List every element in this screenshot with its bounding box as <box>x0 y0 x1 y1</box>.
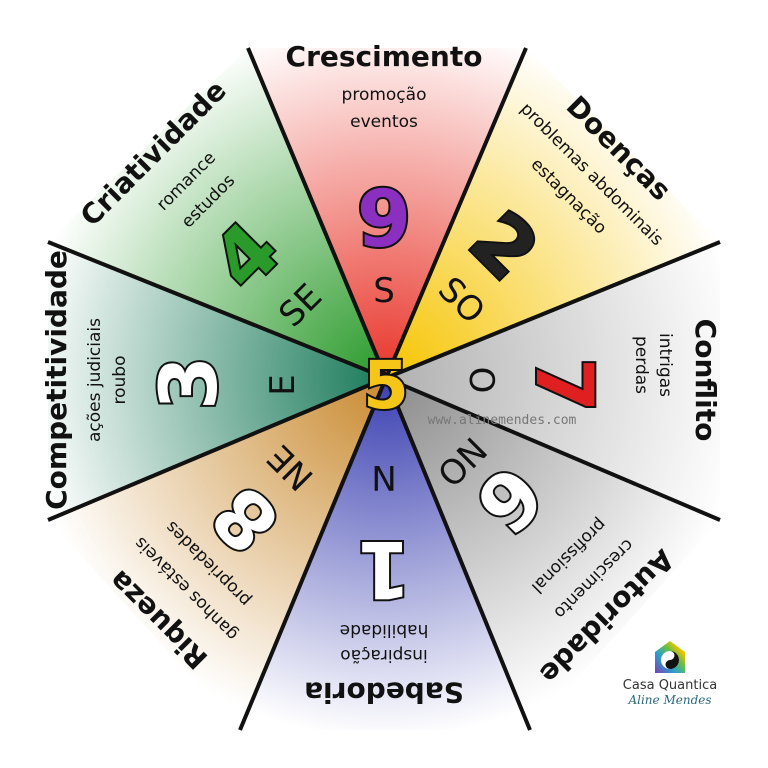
sector-se <box>48 48 386 378</box>
watermark: www.alinemendes.com <box>428 413 577 428</box>
sector-title: Conflito <box>689 319 722 442</box>
divider-line <box>238 377 388 731</box>
sector-n <box>240 378 530 730</box>
house-yinyang-icon <box>655 641 685 673</box>
divider-line <box>385 376 721 522</box>
divider-line <box>47 240 387 380</box>
sector-title: Sabedoria <box>304 676 464 709</box>
direction-label: E <box>263 374 303 395</box>
direction-label: O <box>461 367 501 394</box>
sector-e <box>48 242 386 520</box>
direction-label: S <box>373 271 395 311</box>
logo: Casa Quantica Aline Mendes <box>610 640 730 707</box>
star-number: 1 <box>357 523 411 613</box>
sector-meaning: ações judiciais <box>85 318 105 442</box>
divider-line <box>384 47 528 379</box>
logo-author: Aline Mendes <box>628 693 712 707</box>
star-number: 9 <box>357 175 411 265</box>
sector-meaning: eventos <box>350 112 418 132</box>
star-number: 3 <box>145 356 235 410</box>
sector-s <box>248 48 526 378</box>
center-number: 5 <box>363 347 409 424</box>
direction-label: N <box>371 457 396 497</box>
logo-name: Casa Quantica <box>622 678 718 693</box>
star-number: 7 <box>518 358 608 412</box>
sector-meaning: habilidade <box>340 620 429 640</box>
sector-meaning: perdas <box>631 336 651 394</box>
divider-line <box>384 377 532 731</box>
sector-o <box>386 242 720 520</box>
sector-no <box>386 378 720 730</box>
sector-meaning: roubo <box>110 356 130 405</box>
sector-meaning: inspiração <box>340 645 427 665</box>
sector-ne <box>48 378 386 730</box>
sector-meaning: promoção <box>342 85 427 105</box>
sector-meaning: intrigas <box>655 333 675 397</box>
sector-title: Crescimento <box>286 40 483 73</box>
sector-so <box>386 48 720 378</box>
divider-line <box>246 47 388 379</box>
sector-title: Competitividade <box>40 250 73 510</box>
divider-line <box>385 240 721 380</box>
divider-line <box>47 376 387 522</box>
